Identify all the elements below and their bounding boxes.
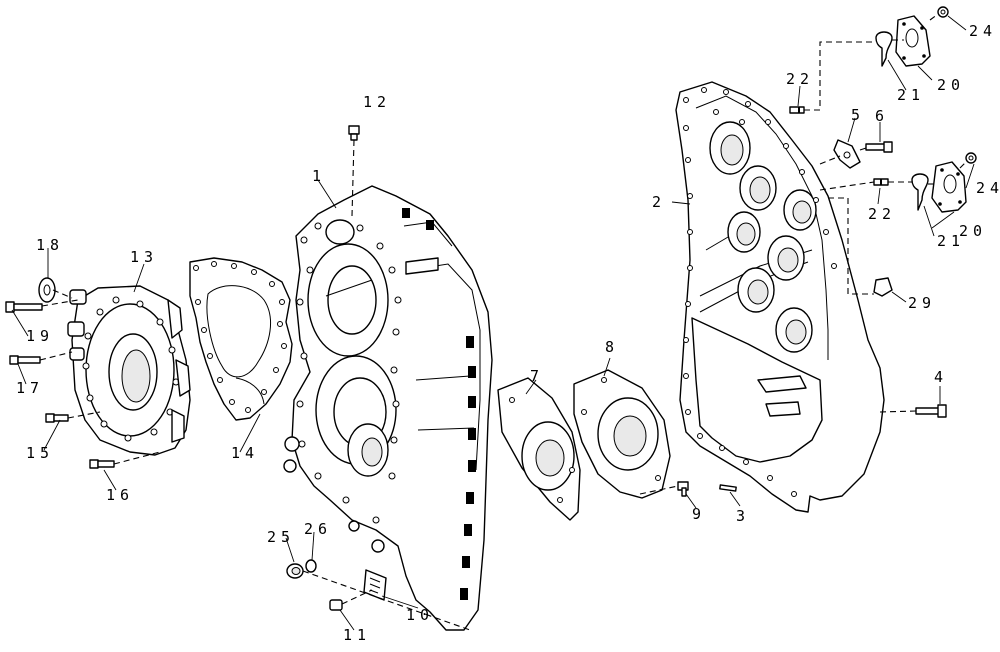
- callout-22-lower: 22: [868, 205, 896, 223]
- stud-22-upper: [789, 106, 805, 114]
- nut-24-lower: [965, 152, 977, 164]
- callout-24-upper: 24: [969, 22, 997, 40]
- callout-16: 16: [106, 486, 134, 504]
- callout-20-upper: 20: [937, 76, 965, 94]
- callout-24-lower: 24: [976, 179, 1000, 197]
- callout-6: 6: [875, 107, 889, 125]
- callout-22-upper: 22: [786, 70, 814, 88]
- washer-18: [38, 277, 56, 303]
- name-plate-10: [363, 569, 387, 601]
- callout-10: 10: [406, 606, 434, 624]
- main-housing-1: [283, 185, 493, 631]
- callout-13: 13: [130, 248, 158, 266]
- callout-15: 15: [26, 444, 54, 462]
- pin-3: [719, 484, 737, 492]
- bolt-15: [45, 413, 69, 423]
- callout-2: 2: [652, 193, 666, 211]
- callout-8: 8: [605, 338, 619, 356]
- bolt-4: [915, 404, 947, 418]
- callout-21-upper: 21: [897, 86, 925, 104]
- shield-7: [497, 377, 581, 521]
- callout-19: 19: [26, 327, 54, 345]
- callout-9: 9: [692, 505, 706, 523]
- callout-14: 14: [231, 444, 259, 462]
- callout-20-lower: 20: [959, 222, 987, 240]
- plate-20-upper: [895, 15, 931, 67]
- gasket-21-upper: [875, 31, 893, 67]
- shield-8: [573, 369, 671, 499]
- callout-21-lower: 21: [937, 232, 965, 250]
- plug-11: [329, 599, 343, 611]
- callout-labels: 1 2 3 4 5 6 7 8 9 10 11 12 13 14 15 16 1…: [16, 22, 1000, 644]
- bolt-6: [865, 141, 893, 153]
- callout-4: 4: [934, 368, 948, 386]
- gasket-21-lower: [911, 173, 929, 211]
- callout-1: 1: [312, 167, 326, 185]
- callout-11: 11: [343, 626, 371, 644]
- callout-12: 12: [363, 93, 391, 111]
- callout-17: 17: [16, 379, 44, 397]
- front-housing-2: [675, 81, 885, 513]
- gasket-14: [189, 257, 293, 421]
- callout-3: 3: [736, 507, 750, 525]
- plug-12: [348, 125, 360, 141]
- screw-9: [677, 481, 689, 497]
- stud-22-lower: [873, 178, 889, 186]
- plate-20-lower: [931, 161, 967, 213]
- rear-cover-13: [71, 285, 191, 456]
- bolt-16: [89, 459, 115, 469]
- washer-5: [833, 139, 861, 169]
- callout-5: 5: [851, 106, 865, 124]
- callout-7: 7: [530, 367, 544, 385]
- assembly-lines: [39, 13, 967, 631]
- callout-25: 25: [267, 528, 295, 546]
- plug-29: [873, 277, 893, 297]
- callout-26: 26: [304, 520, 332, 538]
- bolt-17: [9, 355, 41, 365]
- washer-26: [305, 559, 317, 573]
- cover-bosses: [67, 289, 87, 361]
- bolt-19: [5, 301, 43, 313]
- callout-29: 29: [908, 294, 936, 312]
- callout-18: 18: [36, 236, 64, 254]
- plug-25: [286, 563, 304, 579]
- nut-24-upper: [937, 6, 949, 18]
- leader-lines: [11, 15, 975, 631]
